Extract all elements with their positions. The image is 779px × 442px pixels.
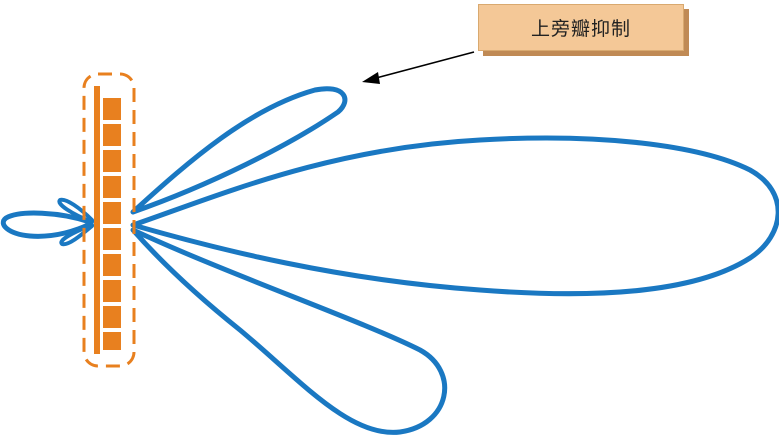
- array-outline: [82, 72, 136, 368]
- array-element: [103, 228, 121, 250]
- array-element: [103, 176, 121, 198]
- array-element: [103, 202, 121, 224]
- upper-side-lobe: [130, 86, 348, 215]
- main-lobe: [130, 135, 779, 297]
- array-element: [103, 124, 121, 146]
- array-element: [103, 150, 121, 172]
- back-side-lobe-upper: [57, 197, 94, 224]
- callout-label: 上旁瓣抑制: [530, 18, 631, 40]
- array-backplane: [94, 86, 100, 354]
- lower-side-lobe: [130, 227, 448, 435]
- annotation-arrow: [375, 51, 475, 79]
- back-lobe: [0, 210, 93, 239]
- array-elements: [103, 98, 121, 350]
- array-element: [103, 332, 121, 350]
- back-side-lobe-lower: [59, 223, 94, 247]
- arrow-head: [362, 72, 380, 84]
- array-element: [103, 306, 121, 328]
- array-element: [103, 280, 121, 302]
- array-element: [103, 254, 121, 276]
- suppression-callout: 上旁瓣抑制: [478, 4, 684, 51]
- array-element: [103, 98, 121, 120]
